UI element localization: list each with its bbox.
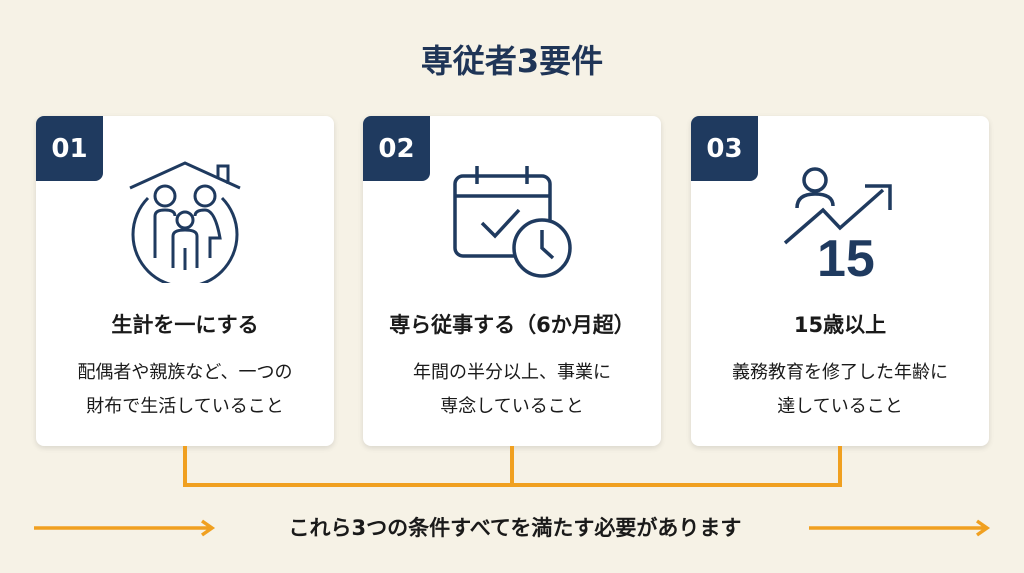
card-number-badge: 03 <box>691 116 758 181</box>
connector-line <box>838 446 842 486</box>
page-title: 専従者3要件 <box>420 42 604 80</box>
desc-line: 配偶者や親族など、一つの <box>77 362 293 383</box>
card-heading: 生計を一にする <box>111 313 259 337</box>
requirement-card-3: 03 15 15歳以上 義務教育を修了した年齢に達していること <box>691 116 989 446</box>
card-description: 配偶者や親族など、一つの財布で生活していること <box>36 356 334 424</box>
connector-line <box>510 446 514 486</box>
footer-note: これら3つの条件すべてを満たす必要があります <box>288 516 742 540</box>
family-house-icon <box>129 161 241 283</box>
requirement-card-1: 01 生計を一にする 配偶者や親族など、一つの財布で生活していること <box>36 116 334 446</box>
requirement-card-2: 02 専ら従事する（6か月超） 年間の半分以上、事業に専念していること <box>363 116 661 446</box>
right-arrow-icon <box>809 519 991 537</box>
desc-line: 義務教育を修了した年齢に <box>732 362 948 383</box>
age-number: 15 <box>817 230 875 283</box>
card-description: 義務教育を修了した年齢に達していること <box>691 356 989 424</box>
desc-line: 専念していること <box>440 396 584 417</box>
card-heading: 専ら従事する（6か月超） <box>389 313 635 337</box>
card-number-badge: 01 <box>36 116 103 181</box>
card-number-badge: 02 <box>363 116 430 181</box>
card-heading: 15歳以上 <box>793 313 887 337</box>
connector-bracket <box>183 483 842 487</box>
left-arrow-icon <box>34 519 216 537</box>
connector-line <box>183 446 187 486</box>
calendar-clock-icon <box>453 166 572 278</box>
card-description: 年間の半分以上、事業に専念していること <box>363 356 661 424</box>
desc-line: 年間の半分以上、事業に <box>413 362 611 383</box>
desc-line: 財布で生活していること <box>86 396 284 417</box>
desc-line: 達していること <box>777 396 903 417</box>
person-growth-icon: 15 <box>783 167 892 283</box>
